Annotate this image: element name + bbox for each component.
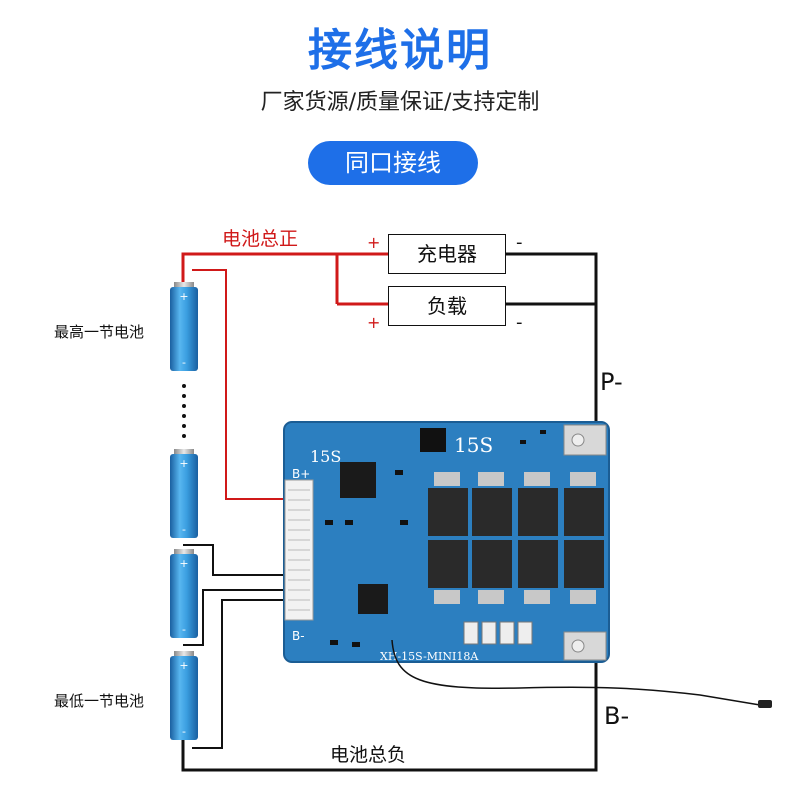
svg-text:+: + [179,659,188,672]
board-model: XH-15S-MINI18A [380,650,479,663]
svg-text:+: + [179,557,188,570]
sense-wire-top [192,269,285,500]
svg-text:+: + [179,457,188,470]
battery-cell-bottom: + - [170,651,198,740]
load-plus-sign: + [367,313,380,332]
lowest-cell-label: 最低一节电池 [54,692,145,710]
svg-text:-: - [182,523,186,536]
svg-text:-: - [182,356,186,369]
page-title: 接线说明 [308,25,492,76]
charger-label: 充电器 [417,242,477,266]
board-b-plus: B+ [292,467,310,481]
positive-wires [181,252,388,306]
load-label: 负载 [427,294,467,318]
battery-dots [182,384,186,438]
battery-cell-top: + - [170,282,198,371]
charger-minus-sign: - [516,232,523,253]
svg-text:-: - [182,725,186,738]
page-subtitle: 厂家货源/质量保证/支持定制 [260,90,540,115]
charger-box: 充电器 [388,234,506,274]
sense-wires [183,544,285,749]
battery-total-positive-label: 电池总正 [222,228,299,250]
board-15s-mark-1: 15S [310,447,341,466]
p-minus-label: P- [600,368,623,396]
load-box: 负载 [388,286,506,326]
bms-board: 15S 15S B+ B- XH-15S-MINI18A [283,421,610,663]
battery-cell-2: + - [170,449,198,538]
highest-cell-label: 最高一节电池 [54,323,145,341]
b-minus-label: B- [604,702,630,730]
load-minus-sign: - [516,312,523,333]
board-15s-mark-2: 15S [454,433,493,457]
battery-cell-3: + - [170,549,198,638]
battery-total-negative-label: 电池总负 [330,744,407,766]
svg-text:-: - [182,623,186,636]
charger-plus-sign: + [367,233,380,252]
temp-sensor-probe [758,700,772,708]
svg-text:+: + [179,290,188,303]
wiring-mode-pill: 同口接线 [308,141,478,185]
temp-sensor-wire [391,639,761,706]
board-b-minus: B- [292,629,305,643]
negative-wires [181,252,598,772]
